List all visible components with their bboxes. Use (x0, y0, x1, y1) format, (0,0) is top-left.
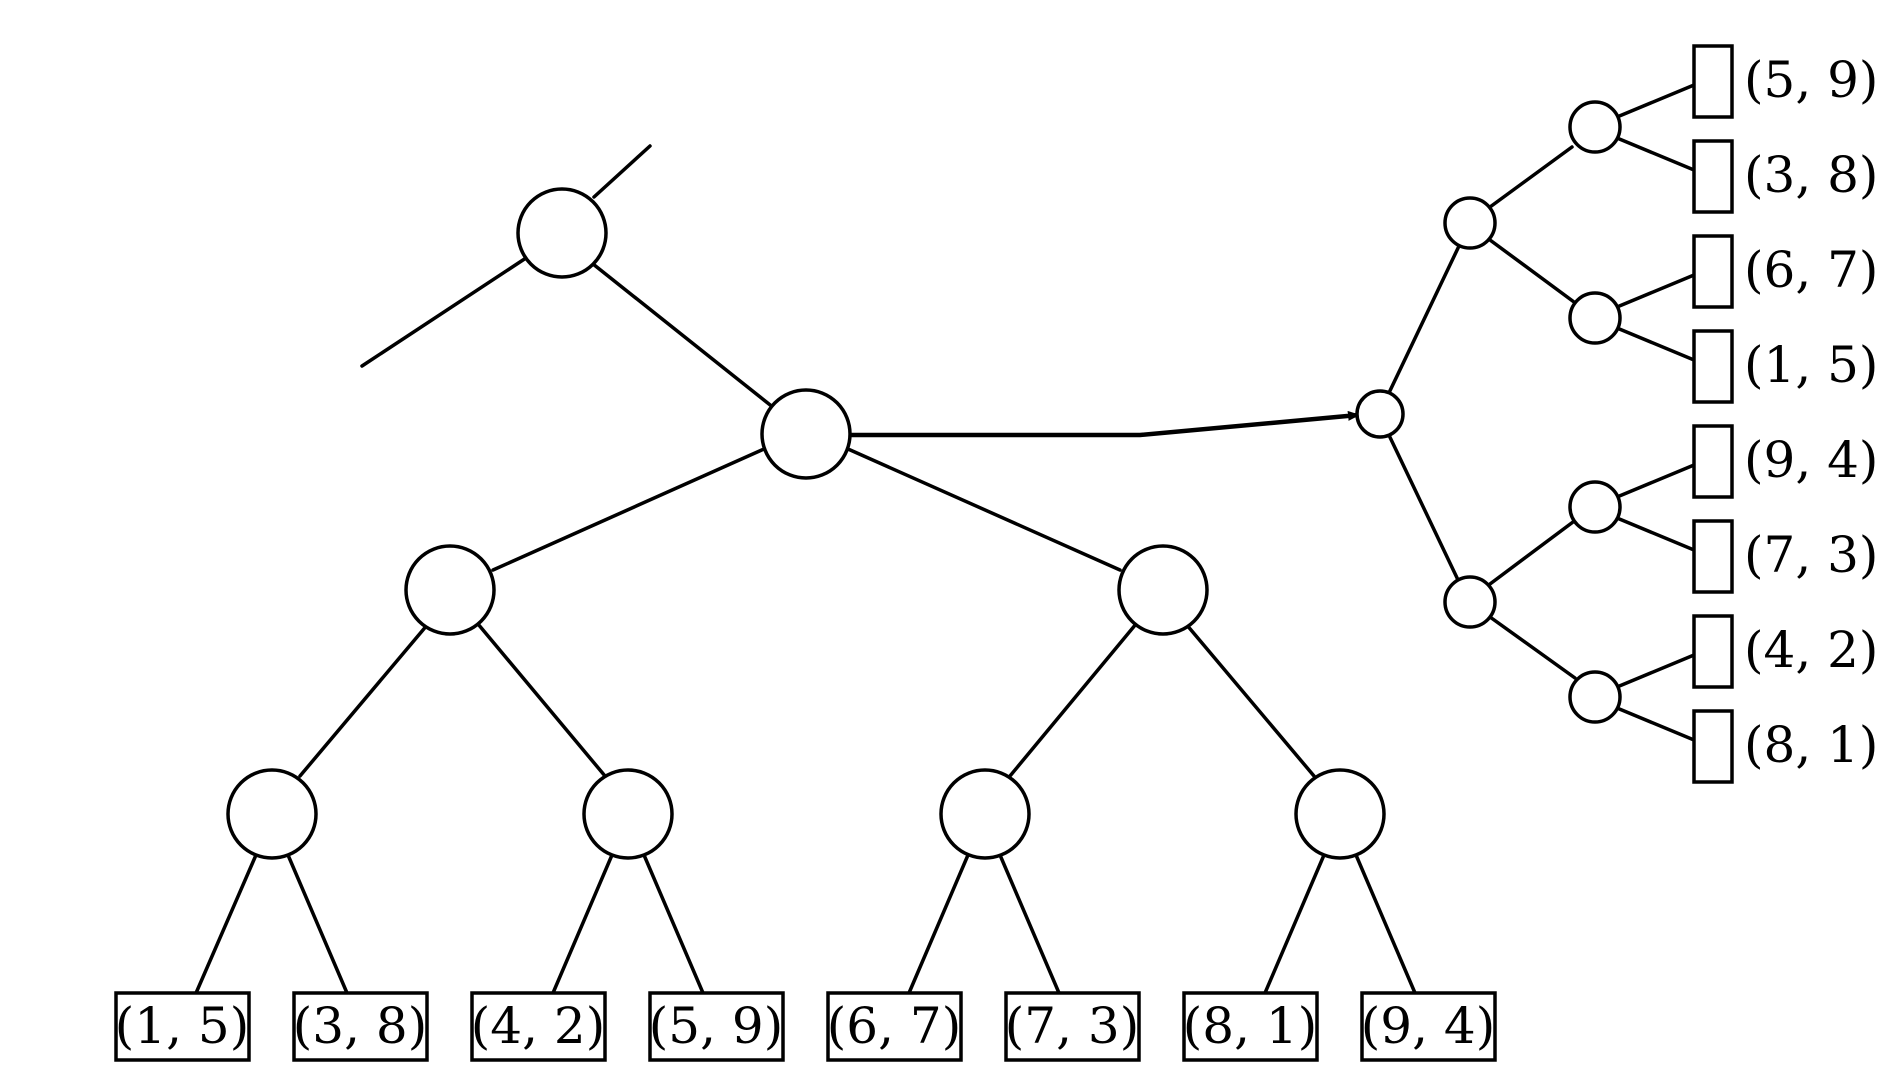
side-leaf-box (1692, 614, 1734, 689)
leaf-label: (6, 7) (827, 997, 961, 1055)
side-leaf-label: (3, 8) (1744, 146, 1878, 204)
side-leaf-box (1692, 329, 1734, 404)
edge-to-leaf-3 (548, 853, 614, 1002)
edge-r-rl (1008, 622, 1138, 778)
leaf-label: (8, 1) (1183, 997, 1317, 1055)
leaf-box (826, 991, 963, 1062)
leaf-label: (9, 4) (1361, 997, 1495, 1055)
node-rr (1294, 768, 1386, 860)
edge-root-left (491, 447, 766, 572)
node-top (516, 187, 608, 279)
edge-c-l-ll (1488, 615, 1577, 680)
edge-c-leaf-1 (1615, 83, 1696, 119)
edge-c-leaf-4 (1615, 326, 1696, 362)
compact-tree-nodes (1355, 100, 1622, 724)
edge-c-leaf-8 (1615, 706, 1696, 742)
node-lr (582, 768, 674, 860)
edge-top-to-root (591, 262, 781, 414)
edge-l-ll (298, 622, 430, 778)
node-left (404, 544, 496, 636)
edge-c-leaf-2 (1615, 136, 1696, 172)
side-leaf-box (1692, 424, 1734, 499)
side-leaf-box (1692, 519, 1734, 594)
edge-c-l-lu (1488, 520, 1575, 586)
leaf-box (114, 991, 251, 1062)
node-rl (939, 768, 1031, 860)
c-node-upper (1443, 196, 1497, 250)
edge-to-leaf-7 (1260, 853, 1326, 1002)
leaf-label: (1, 5) (115, 997, 249, 1055)
compact-tree-edges (1385, 83, 1696, 742)
leaf-box (1360, 991, 1497, 1062)
edge-r-rr (1184, 622, 1316, 778)
edge-to-leaf-8 (1354, 853, 1420, 1002)
node-root (760, 388, 852, 480)
side-leaf-box (1692, 234, 1734, 309)
c-node-root (1355, 389, 1405, 439)
side-leaf-label: (8, 1) (1744, 716, 1878, 774)
tree-nodes (226, 187, 1386, 860)
leaf-label: (3, 8) (293, 997, 427, 1055)
leaf-label: (5, 9) (649, 997, 783, 1055)
side-leaf-label: (1, 5) (1744, 336, 1878, 394)
side-leaf-label: (7, 3) (1744, 526, 1878, 584)
leaf-box (1182, 991, 1319, 1062)
leaf-box (470, 991, 607, 1062)
c-node-lower (1443, 575, 1497, 629)
edge-top-stub-right (592, 144, 652, 199)
edge-to-leaf-1 (191, 853, 258, 1002)
edge-c-leaf-5 (1615, 463, 1696, 499)
c-node-ll (1568, 670, 1622, 724)
side-leaf-box (1692, 139, 1734, 214)
leaf-box (292, 991, 429, 1062)
edge-top-stub-left (360, 256, 528, 368)
bottom-leaves: (1, 5) (3, 8) (4, 2) (5, 9) (6, 7) (7, 3… (114, 991, 1497, 1062)
edge-to-leaf-5 (904, 853, 970, 1002)
side-leaves: (5, 9) (3, 8) (6, 7) (1, 5) (9, 4) (7, 3… (1692, 44, 1878, 784)
tree-edges (191, 144, 1420, 1002)
edge-c-leaf-7 (1615, 653, 1696, 689)
edge-to-leaf-2 (286, 853, 352, 1002)
edge-to-leaf-6 (998, 853, 1064, 1002)
edge-c-leaf-6 (1615, 516, 1696, 552)
edge-c-leaf-3 (1615, 273, 1696, 309)
side-leaf-label: (9, 4) (1744, 431, 1878, 489)
edge-c-u-ul (1488, 238, 1576, 304)
c-node-uu (1568, 100, 1622, 154)
side-leaf-box (1692, 709, 1734, 784)
c-node-lu (1568, 480, 1622, 534)
leaf-box (648, 991, 785, 1062)
edge-c-root-upper (1385, 244, 1461, 399)
edge-c-root-lower (1385, 429, 1461, 584)
side-leaf-label: (5, 9) (1744, 51, 1878, 109)
side-leaf-label: (6, 7) (1744, 241, 1878, 299)
edge-root-right (846, 447, 1122, 572)
edge-l-lr (476, 622, 607, 778)
c-node-ul (1568, 291, 1622, 345)
edge-to-leaf-4 (642, 853, 708, 1002)
leaf-label: (7, 3) (1005, 997, 1139, 1055)
node-right (1117, 544, 1209, 636)
leaf-box (1004, 991, 1141, 1062)
node-ll (226, 768, 318, 860)
leaf-label: (4, 2) (471, 997, 605, 1055)
side-leaf-box (1692, 44, 1734, 119)
side-leaf-label: (4, 2) (1744, 621, 1878, 679)
edge-c-u-uu (1488, 145, 1574, 209)
arrow (851, 410, 1360, 438)
